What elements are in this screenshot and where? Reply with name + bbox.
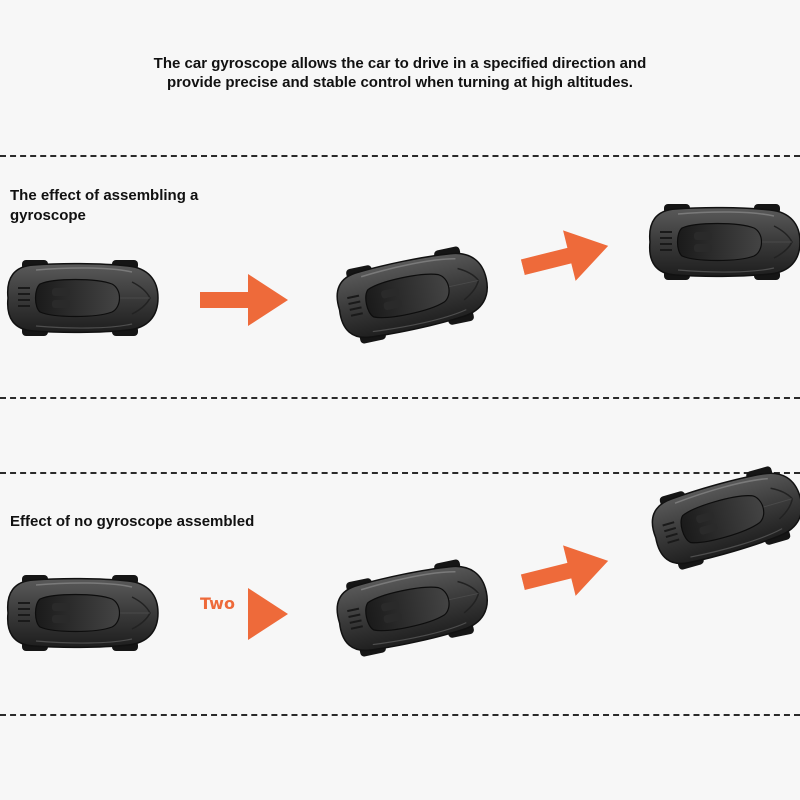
car-top-view-section1-end [642,202,800,282]
caption-line-1: The car gyroscope allows the car to driv… [153,55,647,72]
arrow-head-right-icon [244,586,292,647]
lane-divider-bottom-1 [0,397,800,399]
arrow-up-right-icon [516,533,620,614]
car-icon [648,203,800,281]
lane-divider-top-1 [0,155,800,157]
car-icon [330,553,496,662]
car-top-view-section1-middle [323,239,496,351]
lane-divider-top-2 [0,472,800,474]
caption-line-2: provide precise and stable control when … [167,74,633,91]
section-1-label-line-2: gyroscope [10,207,86,224]
car-icon [6,259,160,337]
arrow-up-right-icon [516,218,620,299]
lane-divider-bottom-2 [0,714,800,716]
car-top-view-section2-middle [323,552,496,664]
car-icon [6,574,160,652]
section-2-label-line-1: Effect of no gyroscope assembled [10,513,255,530]
car-icon [330,240,496,349]
car-icon [644,458,800,576]
car-top-view-section2-start [0,573,160,653]
arrow-note-label: Two [200,594,235,613]
section-1-label-line-1: The effect of assembling a [10,187,199,204]
diagram-caption: The car gyroscope allows the car to driv… [0,54,800,92]
arrow-right-icon [200,272,292,333]
section-label-with-gyroscope: The effect of assembling a gyroscope [10,186,198,226]
section-label-without-gyroscope: Effect of no gyroscope assembled [10,512,254,532]
car-top-view-section2-end [637,457,800,578]
car-top-view-section1-start [0,258,160,338]
